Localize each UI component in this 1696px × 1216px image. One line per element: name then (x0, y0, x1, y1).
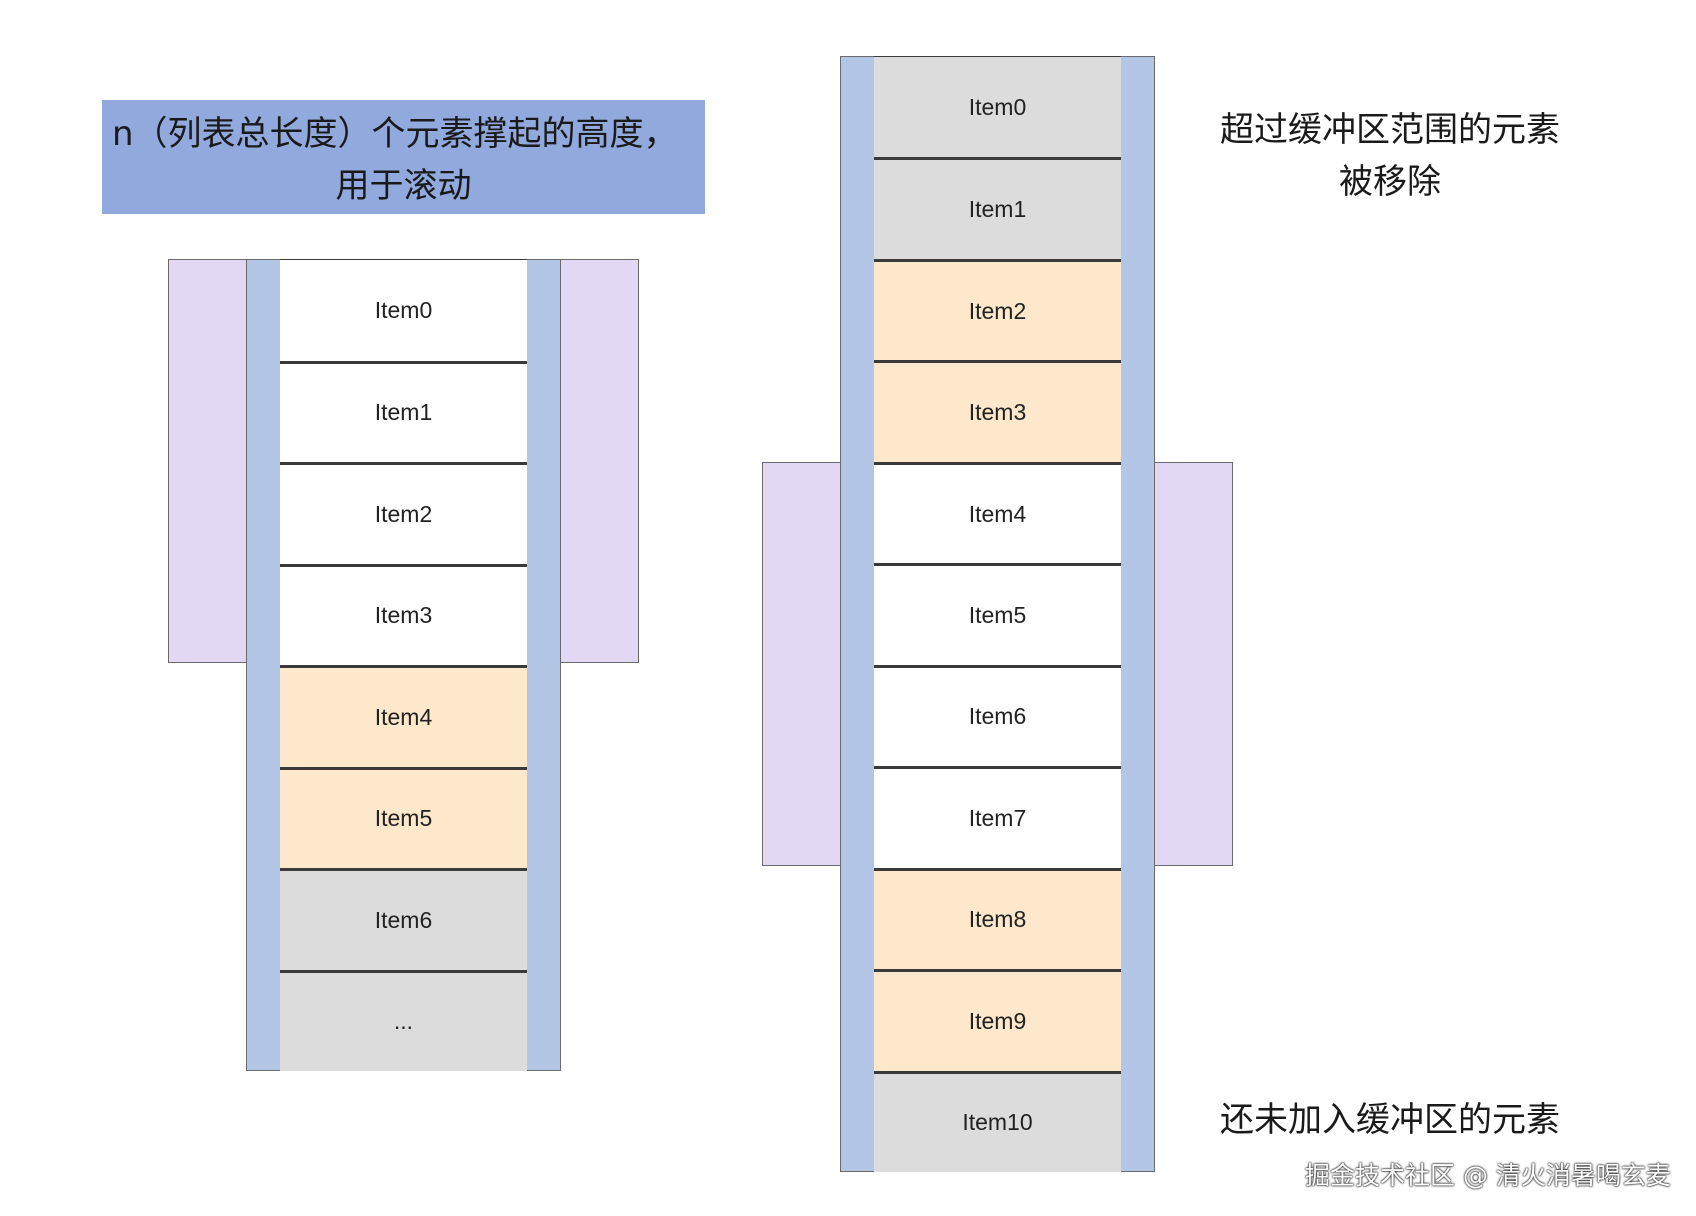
list-item: Item0 (280, 259, 527, 361)
list-item: Item2 (280, 462, 527, 564)
list-item: Item3 (280, 563, 527, 665)
list-item: Item1 (874, 157, 1121, 259)
list-item: Item0 (874, 56, 1121, 158)
list-item: Item10 (874, 1070, 1121, 1172)
list-item: Item8 (874, 867, 1121, 970)
list-item: Item3 (874, 360, 1121, 462)
watermark: 掘金技术社区 @ 清火消暑喝玄麦 (1305, 1161, 1671, 1190)
removed-note-line2: 被移除 (1339, 162, 1441, 202)
list-item: Item4 (280, 665, 527, 767)
list-item: Item9 (874, 969, 1121, 1071)
not-added-note-text: 还未加入缓冲区的元素 (1220, 1100, 1560, 1140)
scroll-height-label-line2: 用于滚动 (335, 166, 472, 206)
list-item: ... (280, 969, 527, 1071)
removed-note-line1: 超过缓冲区范围的元素 (1220, 110, 1560, 150)
list-item: Item7 (874, 766, 1121, 868)
list-item: Item6 (280, 868, 527, 970)
not-added-elements-note: 还未加入缓冲区的元素 (1180, 1094, 1600, 1146)
scroll-height-label-line1: n（列表总长度）个元素撑起的高度， (112, 114, 678, 154)
scroll-height-label-box: n（列表总长度）个元素撑起的高度， 用于滚动 (102, 100, 705, 214)
list-item: Item5 (874, 563, 1121, 665)
removed-elements-note: 超过缓冲区范围的元素 被移除 (1180, 104, 1600, 208)
list-item: Item2 (874, 258, 1121, 361)
list-item: Item4 (874, 461, 1121, 564)
list-item: Item5 (280, 766, 527, 868)
list-item: Item6 (874, 664, 1121, 767)
list-item: Item1 (280, 360, 527, 462)
